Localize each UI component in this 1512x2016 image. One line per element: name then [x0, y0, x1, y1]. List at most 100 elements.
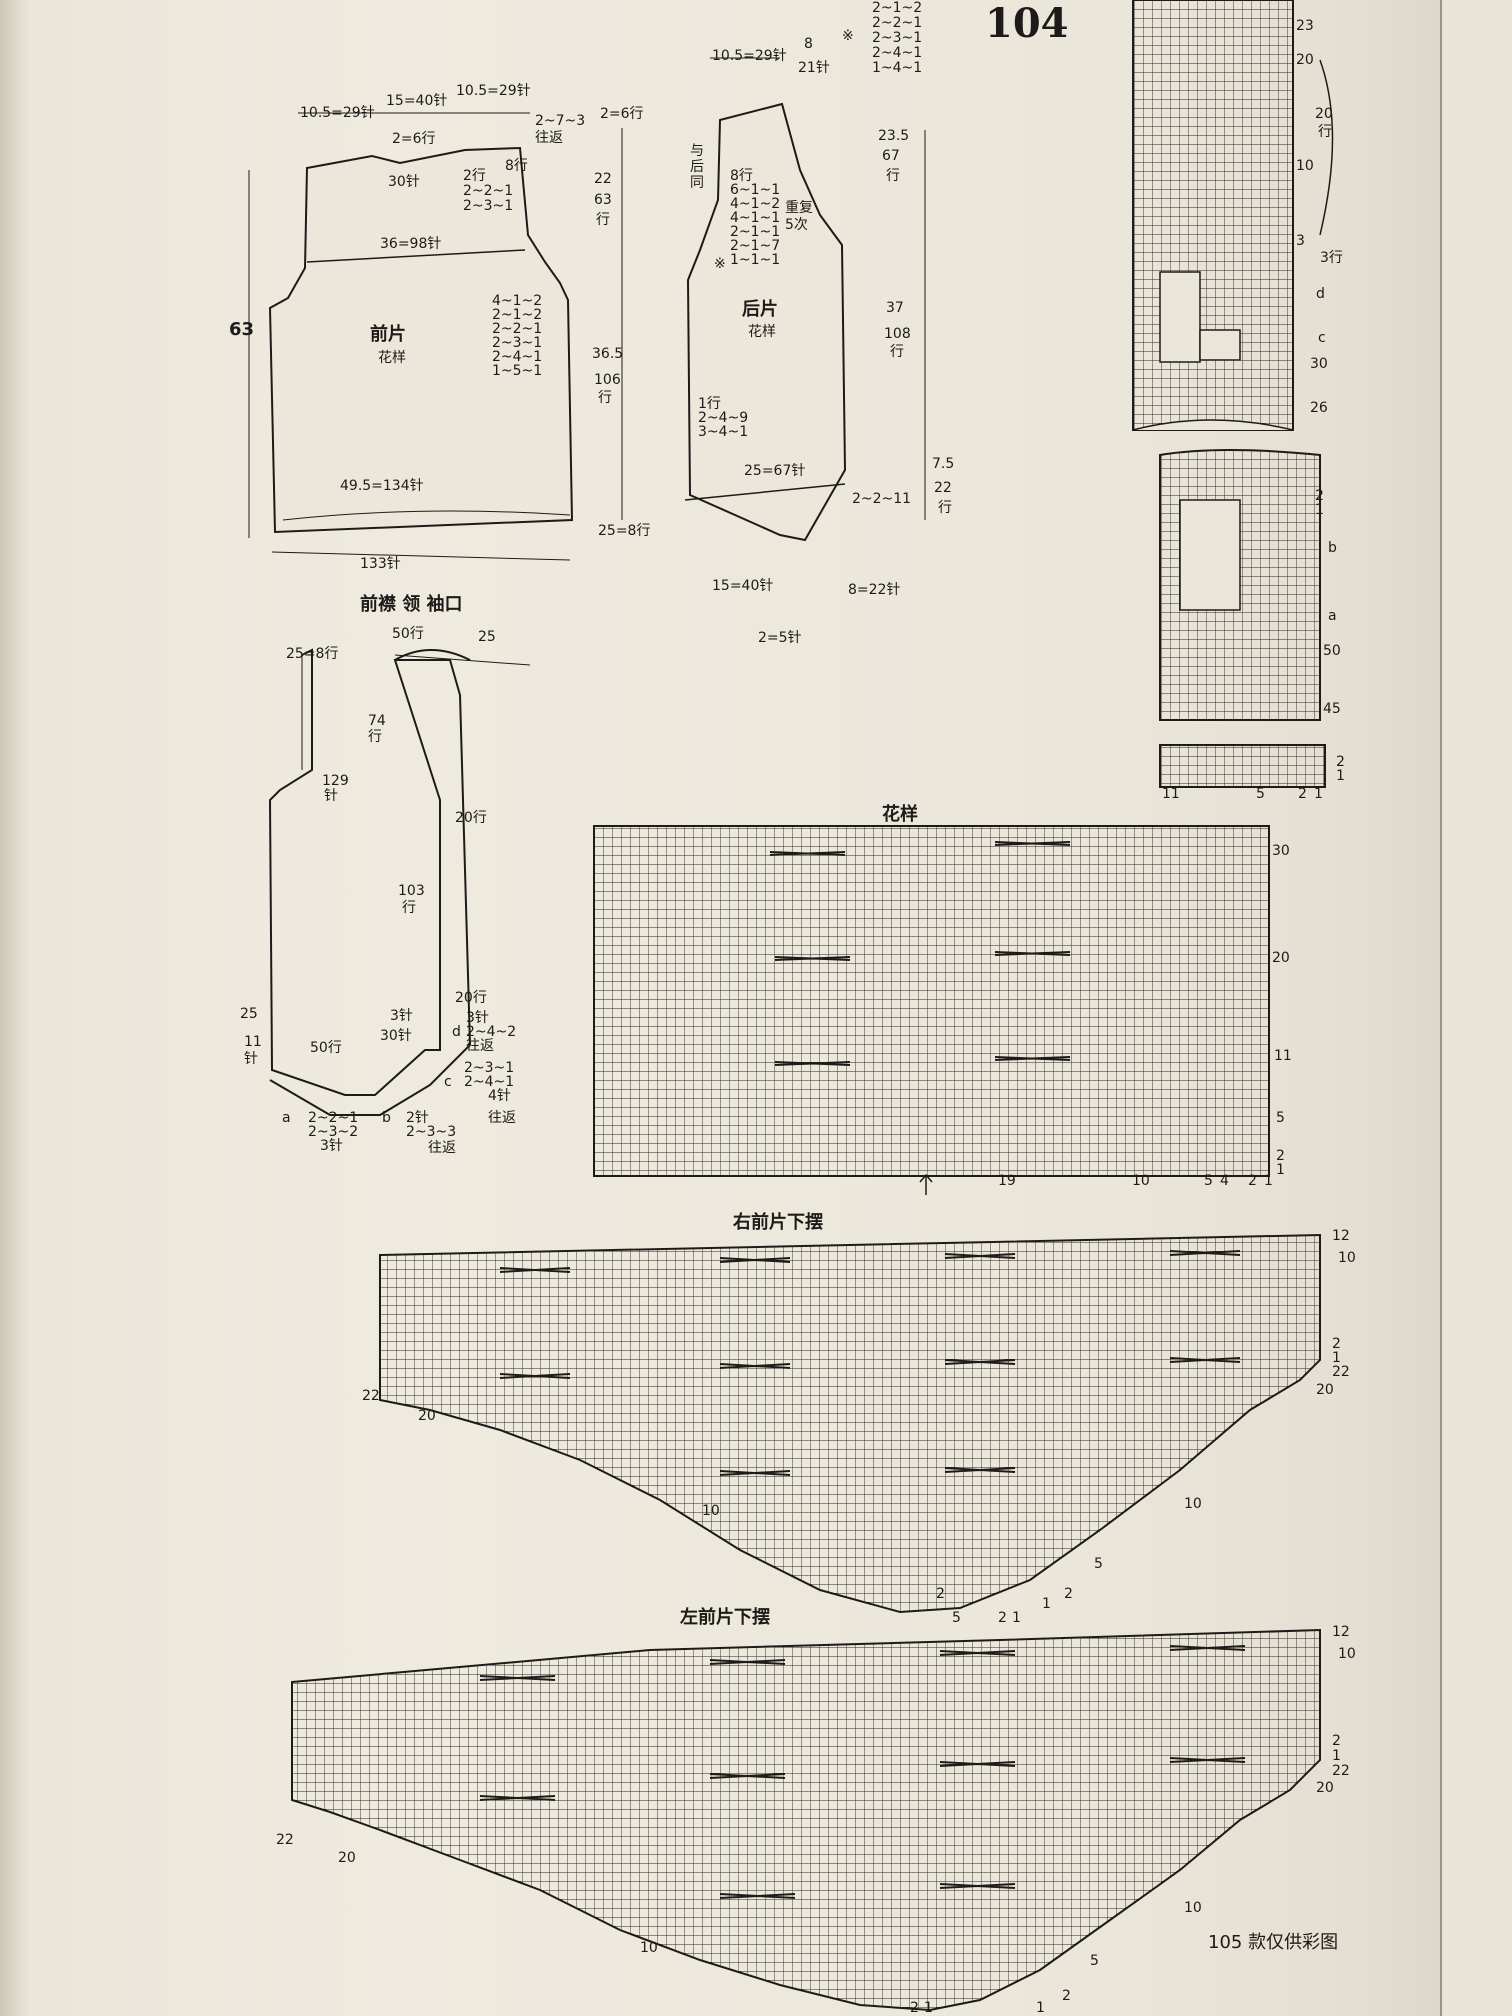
pattern-col-2: 2 [1248, 1173, 1257, 1189]
front-piece-diagram [248, 112, 623, 561]
lh-num-10: 10 [1338, 1646, 1356, 1662]
rh-num-2b: 2 [1064, 1586, 1073, 1602]
pattern-cables [769, 841, 1071, 1066]
rh-left-10: 10 [702, 1503, 720, 1519]
front-body-h2: 106 [594, 372, 621, 388]
back-rows-top-1: 2~1~2 [872, 0, 922, 16]
lh-bottom-1: 1 [924, 2000, 933, 2016]
band-letter-c: c [444, 1074, 452, 1090]
back-same-2: 后 [690, 159, 704, 175]
left-hem-title: 左前片下摆 [680, 1607, 770, 1628]
band-c-row-2: 2~4~1 [464, 1074, 514, 1090]
pattern-col-10: 10 [1132, 1173, 1150, 1189]
front-top-width-1: 10.5=29针 [300, 105, 375, 121]
rh-num-2: 2 [1332, 1336, 1341, 1352]
side-brace1-2: 行 [1318, 124, 1332, 140]
lh-num-2: 2 [1332, 1733, 1341, 1749]
band-letter-a: a [282, 1110, 291, 1126]
cable-mark [994, 951, 1071, 956]
side-chart-base [1159, 744, 1326, 788]
pattern-row-11: 11 [1274, 1048, 1292, 1064]
back-row-2: 6~1~1 [730, 182, 780, 198]
back-top-2: 8 [804, 36, 813, 52]
rh-num-12: 12 [1332, 1228, 1350, 1244]
band-bottom: 50行 [310, 1040, 342, 1056]
back-star-2: ※ [714, 256, 726, 272]
lh-num-20: 20 [1316, 1780, 1334, 1796]
cable-mark [994, 841, 1071, 846]
back-piece-labels: 10.5=29针 8 21针 ※ 2~1~2 2~2~1 2~3~1 2~4~1… [690, 0, 954, 646]
right-hem-title: 右前片下摆 [733, 1212, 823, 1233]
side-num-3: 3 [1296, 233, 1305, 249]
rh-bottom-2: 2 [936, 1586, 945, 1602]
band-c-row-1: 2~3~1 [464, 1060, 514, 1076]
pattern-chart-title: 花样 [882, 804, 918, 825]
pattern-grid [593, 825, 1270, 1177]
back-h3-2: 22 [934, 480, 952, 496]
left-hem-grid [291, 1628, 1321, 2012]
right-hem-grid [379, 1233, 1321, 1614]
back-piece-diagram [684, 57, 926, 542]
back-rows-top-2: 2~2~1 [872, 15, 922, 31]
side-letter-a: a [1328, 608, 1337, 624]
side-num-2b: 2 [1336, 754, 1345, 770]
lh-num-12: 12 [1332, 1624, 1350, 1640]
back-h3-3: 行 [938, 500, 952, 516]
pattern-row-1: 1 [1276, 1162, 1285, 1178]
lh-num-10b: 10 [1184, 1900, 1202, 1916]
cable-mark [499, 1373, 571, 1379]
front-chest: 36=98针 [380, 236, 441, 252]
front-top-width-2: 15=40针 [386, 93, 447, 109]
rh-bottom-1: 1 [1012, 1610, 1021, 1626]
side-bottom-1: 1 [1314, 786, 1323, 802]
back-h2-2: 108 [884, 326, 911, 342]
band-left25-1: 25 [240, 1006, 258, 1022]
side-num-1: 1 [1315, 502, 1324, 518]
band-d-row-3: 往返 [466, 1038, 494, 1054]
back-h1-1: 23.5 [878, 128, 909, 144]
cable-mark [1169, 1645, 1246, 1651]
lh-bottom-2: 2 [910, 2000, 919, 2016]
side-bottom-5: 5 [1256, 786, 1265, 802]
front-body-h3: 行 [598, 390, 612, 406]
cable-mark [774, 956, 851, 961]
back-left-row-1: 1行 [698, 396, 721, 412]
front-neck-back: 30针 [388, 174, 420, 190]
cable-mark [709, 1773, 786, 1779]
band-b-row-3: 往返 [428, 1140, 456, 1156]
band-diagram [268, 648, 531, 1116]
back-same-1: 与 [690, 143, 704, 159]
band-labels: 50行 25 25=8行 74 行 129 针 20行 103 行 20行 3针… [240, 626, 516, 1156]
back-bottom-1: 15=40针 [712, 578, 773, 594]
front-armhole-1: 4~1~2 [492, 293, 542, 309]
front-top-width-3: 10.5=29针 [456, 83, 531, 99]
back-h2-3: 行 [890, 344, 904, 360]
pattern-col-19: 19 [998, 1173, 1016, 1189]
back-name: 后片 [742, 298, 778, 320]
band-l103-2: 行 [402, 900, 416, 916]
back-hem: 25=67针 [744, 463, 805, 479]
back-row-5: 2~1~1 [730, 224, 780, 240]
back-row-4: 4~1~1 [730, 210, 780, 226]
right-hem-cables [499, 1250, 1241, 1476]
front-neck-row-1: 2行 [463, 168, 486, 184]
band-top: 50行 [392, 626, 424, 642]
back-row-6: 2~1~7 [730, 238, 780, 254]
front-height: 63 [229, 319, 254, 340]
front-armhole-h3: 行 [596, 212, 610, 228]
cable-mark [719, 1257, 791, 1263]
front-armhole-h2: 63 [594, 192, 612, 208]
band-left25-3: 针 [244, 1051, 258, 1067]
rh-left-22: 22 [362, 1388, 380, 1404]
front-right-top: 2=6行 [600, 106, 644, 122]
side-chart-upper [1132, 0, 1294, 431]
rh-num-22: 22 [1332, 1364, 1350, 1380]
side-letter-c: c [1318, 330, 1326, 346]
side-num-10: 10 [1296, 158, 1314, 174]
back-bottom-3: 2=5针 [758, 630, 802, 646]
band-r20b: 20行 [455, 990, 487, 1006]
back-h2-1: 37 [886, 300, 904, 316]
band-c-row-3: 4针 [488, 1088, 511, 1104]
side-num-20: 20 [1296, 52, 1314, 68]
back-h3-1: 7.5 [932, 456, 954, 472]
